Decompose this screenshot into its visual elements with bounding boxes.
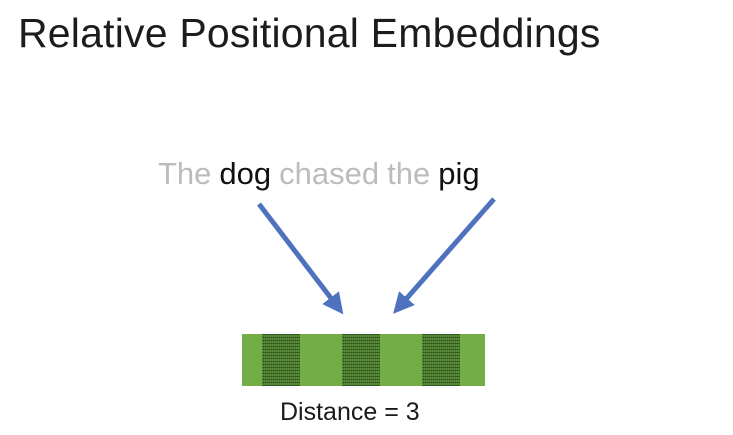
bar-segment-dark — [342, 334, 380, 386]
bar-segment-dark — [422, 334, 460, 386]
word-the-2: the — [387, 156, 431, 191]
slide-title: Relative Positional Embeddings — [18, 10, 601, 56]
bar-segment-light — [300, 334, 342, 386]
bar-segment-dark — [262, 334, 300, 386]
bar-segment-light — [242, 334, 262, 386]
embedding-bar — [242, 334, 485, 386]
word-dog: dog — [219, 156, 272, 191]
bar-segment-light — [380, 334, 422, 386]
arrow-from-pig — [393, 197, 496, 314]
word-the: The — [158, 156, 212, 191]
bar-segment-light — [460, 334, 485, 386]
word-pig: pig — [438, 156, 480, 191]
arrow-from-dog — [257, 202, 344, 315]
word-chased: chased — [279, 156, 380, 191]
distance-caption: Distance = 3 — [280, 398, 420, 426]
